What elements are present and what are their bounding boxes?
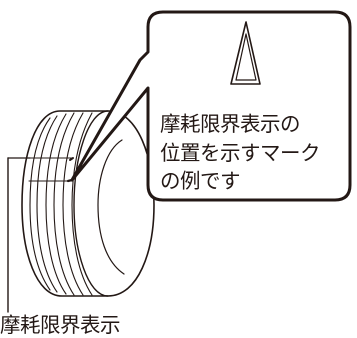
callout-text-line-3: の例です	[160, 169, 241, 193]
wear-indicator-bars	[28, 157, 74, 182]
wear-limit-label: 摩耗限界表示	[0, 313, 121, 337]
tire-sidewall	[73, 110, 109, 297]
callout-text-line-2: 位置を示すマーク	[160, 141, 321, 165]
tread-grooves	[29, 112, 93, 296]
tire-outer-outline	[21, 110, 155, 297]
tire-rim-edge	[97, 139, 125, 275]
shoulder-mark-upper	[69, 157, 74, 161]
callout-text-line-1: 摩耗限界表示の	[160, 112, 301, 136]
callout-bubble	[70, 10, 352, 202]
triangle-icon-inner	[235, 33, 257, 81]
triangle-icon	[230, 21, 261, 85]
tire	[21, 110, 155, 297]
